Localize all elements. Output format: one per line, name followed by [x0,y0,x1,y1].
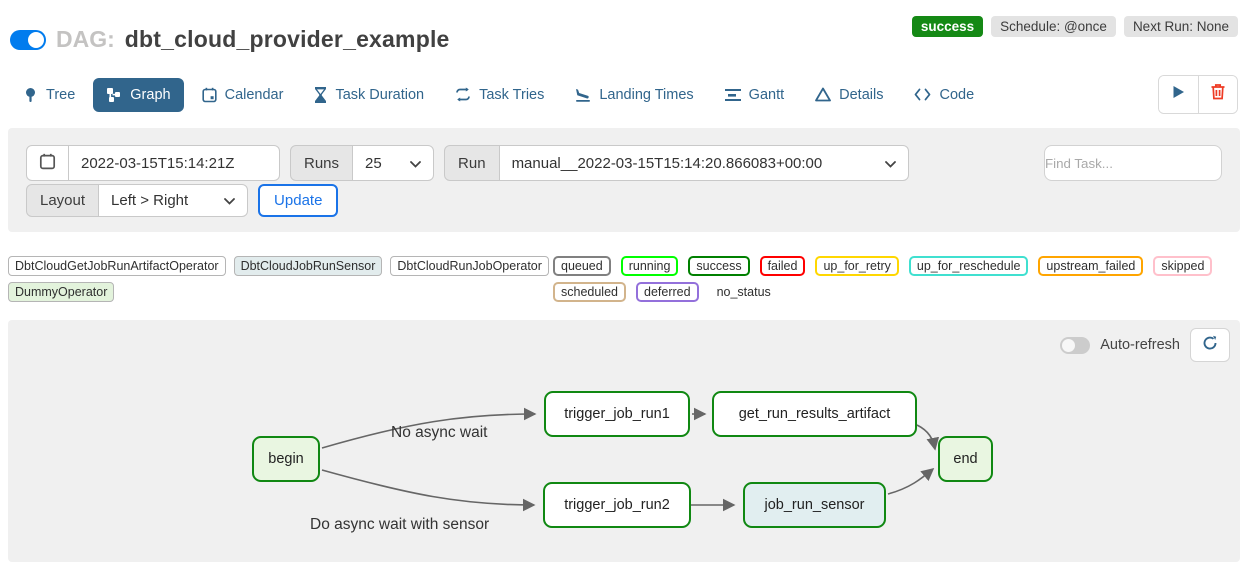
filter-panel: Runs 25 Run manual__2022-03-15T15:14:20.… [8,128,1240,232]
gantt-icon [724,88,741,102]
status-chip-up-for-reschedule[interactable]: up_for_reschedule [908,256,1029,276]
next-run-badge: Next Run: None [1123,16,1238,37]
tab-task-tries[interactable]: Task Tries [442,78,557,112]
delete-dag-button[interactable] [1198,76,1237,113]
dag-run-select[interactable]: manual__2022-03-15T15:14:20.866083+00:00 [498,145,909,181]
legend: DbtCloudGetJobRunArtifactOperator DbtClo… [8,256,1240,302]
layout-label: Layout [26,184,100,217]
refresh-button[interactable] [1190,328,1230,362]
edge-label-no-async-wait: No async wait [391,424,488,441]
dag-prefix-label: DAG: [56,26,115,52]
status-badge: success [911,16,984,37]
toggle-knob [1062,338,1076,352]
run-label: Run [444,145,500,181]
status-chip-no-status[interactable]: no_status [716,285,771,299]
details-icon [815,87,832,102]
tab-graph[interactable]: Graph [93,77,184,112]
status-chip-deferred[interactable]: deferred [636,282,699,302]
code-icon [914,88,931,101]
auto-refresh-label: Auto-refresh [1100,337,1180,353]
runs-count-select[interactable]: 25 [352,145,435,181]
layout-direction-select[interactable]: Left > Right [98,184,249,217]
graph-icon [106,87,122,103]
status-chip-success[interactable]: success [688,256,750,276]
status-chip-running[interactable]: running [620,256,679,276]
status-chip-scheduled[interactable]: scheduled [553,282,626,302]
find-task-input[interactable] [1044,145,1222,181]
repeat-icon [455,87,471,102]
dag-action-buttons [1158,75,1238,114]
hourglass-icon [314,86,327,103]
date-picker-button[interactable] [26,145,69,181]
tab-details[interactable]: Details [802,78,896,112]
tab-code[interactable]: Code [901,78,987,112]
status-chip-queued[interactable]: queued [553,256,611,276]
operator-chip: DbtCloudGetJobRunArtifactOperator [8,256,226,276]
tab-landing-times[interactable]: Landing Times [562,78,706,112]
task-node-end[interactable]: end [938,436,993,482]
status-chip-upstream-failed[interactable]: upstream_failed [1038,256,1144,276]
chevron-down-icon [884,155,896,172]
dag-pause-toggle[interactable] [10,29,46,50]
chevron-down-icon [224,192,235,209]
refresh-icon [1202,335,1218,356]
operator-chip: DummyOperator [8,282,115,302]
trigger-dag-button[interactable] [1159,76,1198,113]
status-chip-up-for-retry[interactable]: up_for_retry [815,256,899,276]
schedule-badge: Schedule: @once [991,16,1116,37]
page-title: dbt_cloud_provider_example [124,26,450,52]
tab-calendar[interactable]: Calendar [189,78,297,112]
dag-edges [321,407,940,512]
tree-icon [23,87,38,103]
trash-icon [1211,84,1225,105]
chevron-down-icon [410,155,421,172]
plane-landing-icon [575,87,591,103]
update-button[interactable]: Update [258,184,339,217]
auto-refresh-toggle[interactable] [1060,336,1091,354]
task-node-trigger-job-run2[interactable]: trigger_job_run2 [543,482,691,528]
tab-gantt[interactable]: Gantt [712,78,797,112]
view-tabbar: Tree Graph Calendar Task Duration Task T… [0,75,1248,114]
status-legend: queued running success failed up_for_ret… [553,256,1240,302]
task-node-trigger-job-run1[interactable]: trigger_job_run1 [544,391,690,437]
calendar-icon [201,87,217,103]
operator-legend: DbtCloudGetJobRunArtifactOperator DbtClo… [8,256,553,302]
edge-label-do-async-wait: Do async wait with sensor [310,516,490,533]
execution-date-input[interactable] [68,145,280,181]
graph-panel: Auto-refresh No async wait Do async wait… [8,320,1240,562]
dag-header: DAG: dbt_cloud_provider_example success … [0,0,1248,53]
tab-task-duration[interactable]: Task Duration [301,78,437,112]
runs-label: Runs [290,145,354,181]
toggle-knob [28,31,44,48]
play-icon [1172,85,1185,104]
task-node-job-run-sensor[interactable]: job_run_sensor [743,482,886,528]
task-node-begin[interactable]: begin [252,436,320,482]
status-chip-failed[interactable]: failed [759,256,806,276]
calendar-button-icon [39,153,56,174]
task-node-get-run-results-artifact[interactable]: get_run_results_artifact [712,391,917,437]
operator-chip: DbtCloudJobRunSensor [233,256,383,276]
operator-chip: DbtCloudRunJobOperator [390,256,549,276]
tab-tree[interactable]: Tree [10,78,88,112]
status-chip-skipped[interactable]: skipped [1153,256,1213,276]
